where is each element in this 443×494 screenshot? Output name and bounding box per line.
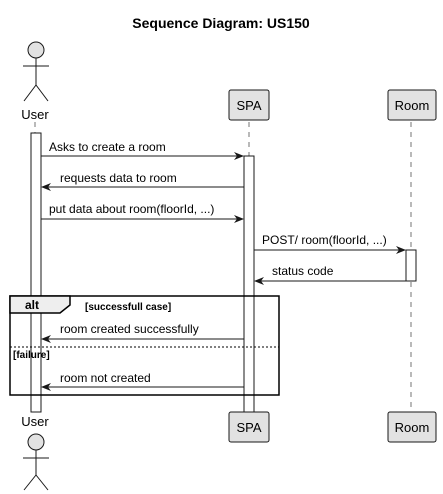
- spa-label-top: SPA: [236, 98, 261, 113]
- message-asks-create-room: Asks to create a room: [49, 140, 166, 154]
- user-label-top: User: [21, 107, 49, 122]
- alt-keyword: alt: [25, 298, 39, 312]
- room-participant-box-bottom: [387, 411, 437, 443]
- room-activation-bar: [405, 249, 417, 282]
- room-label-top: Room: [395, 98, 430, 113]
- room-participant-box-top: [387, 89, 437, 121]
- room-label-bottom: Room: [395, 420, 430, 435]
- diagram-title: Sequence Diagram: US150: [132, 15, 310, 31]
- message-put-data: put data about room(floorId, ...): [49, 202, 214, 216]
- alt-guard-success: [successfull case]: [85, 302, 171, 313]
- message-requests-data: requests data to room: [60, 171, 177, 185]
- message-room-not-created: room not created: [60, 371, 151, 385]
- user-actor-icon-top: [23, 41, 49, 102]
- message-room-created: room created successfully: [60, 322, 199, 336]
- spa-participant-box-bottom: [228, 411, 270, 443]
- user-label-bottom: User: [21, 414, 49, 429]
- spa-activation-bar: [243, 155, 255, 413]
- alt-guard-failure: [failure]: [13, 350, 50, 361]
- user-actor-icon-bottom: [23, 433, 49, 491]
- spa-label-bottom: SPA: [236, 420, 261, 435]
- alt-fragment: alt [successfull case] [failure]: [9, 295, 280, 396]
- message-post-room: POST/ room(floorId, ...): [262, 233, 387, 247]
- user-activation-bar: [30, 132, 42, 413]
- message-status-code: status code: [272, 264, 334, 278]
- spa-participant-box-top: [228, 89, 270, 121]
